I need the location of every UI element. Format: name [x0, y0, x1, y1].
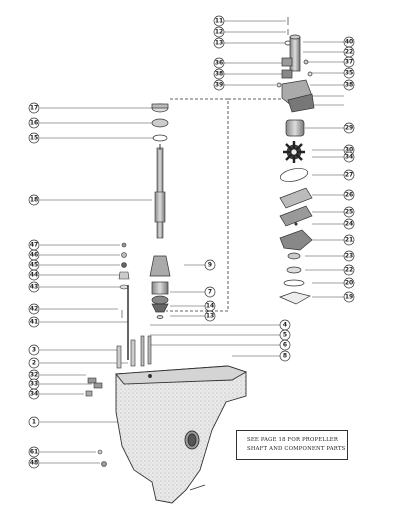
callout-left: 2 [32, 360, 36, 367]
callout-left: 18 [30, 197, 38, 204]
callout-right: 12 [215, 29, 223, 36]
upper-bearings [151, 103, 169, 142]
gear-housing [115, 365, 248, 504]
callout-right: 11 [215, 18, 223, 25]
callouts: 17 16 15 18 47 46 45 44 43 42 41 3 2 32 … [28, 15, 355, 469]
callout-left: 17 [30, 105, 38, 112]
callout-left: 3 [32, 347, 36, 354]
callout-right: 38 [215, 71, 223, 78]
callout-right: 22 [345, 49, 353, 56]
callout-right: 20 [345, 280, 353, 287]
callout-center: 13 [206, 313, 214, 320]
callout-left: 16 [30, 120, 38, 127]
callout-center: 4 [283, 322, 287, 329]
callout-left: 44 [30, 272, 38, 279]
callout-left: 47 [30, 242, 38, 249]
callout-right: 39 [215, 82, 223, 89]
propeller-reference-note: SEE PAGE 18 FOR PROPELLER SHAFT AND COMP… [236, 430, 348, 460]
callout-left: 43 [30, 284, 38, 291]
callout-center: 8 [283, 353, 287, 360]
callout-left: 34 [30, 391, 38, 398]
callout-left: 42 [30, 306, 38, 313]
callout-center-group: 9 7 14 13 4 5 6 8 [204, 259, 291, 362]
callout-left: 46 [30, 252, 38, 259]
note-line-1: SEE PAGE 18 FOR PROPELLER [247, 437, 339, 443]
callout-center: 6 [283, 342, 287, 349]
callout-center: 7 [208, 289, 212, 296]
callout-right: 27 [345, 172, 353, 179]
callout-right: 29 [345, 125, 353, 132]
callout-center: 14 [206, 303, 214, 310]
callout-right: 22 [345, 267, 353, 274]
dashed-connection-line [166, 98, 282, 312]
shift-parts [85, 242, 152, 467]
callout-left: 32 [30, 372, 38, 379]
callout-right: 35 [345, 70, 353, 77]
drive-shaft [154, 144, 166, 239]
callout-right: 25 [345, 209, 353, 216]
water-pump-parts [276, 17, 315, 305]
callout-left: 61 [30, 449, 38, 456]
callout-right: 24 [345, 221, 353, 228]
callout-right: 34 [345, 154, 353, 161]
callout-right: 26 [345, 192, 353, 199]
callout-right: 36 [215, 60, 223, 67]
callout-left: 15 [30, 135, 38, 142]
callout-right: 19 [345, 294, 353, 301]
callout-center: 5 [283, 332, 287, 339]
callout-left: 33 [30, 381, 38, 388]
callout-right-group: 11 12 13 40 22 37 35 36 38 39 38 29 30 3… [213, 15, 355, 303]
callout-right: 23 [345, 253, 353, 260]
callout-center: 9 [208, 262, 212, 269]
callout-left: 48 [30, 460, 38, 467]
callout-left-group: 17 16 15 18 47 46 45 44 43 42 41 3 2 32 … [28, 102, 40, 469]
callout-left: 1 [32, 419, 36, 426]
callout-right: 30 [345, 147, 353, 154]
callout-right: 21 [345, 237, 353, 244]
callout-left: 45 [30, 262, 38, 269]
leader-lines [40, 20, 344, 464]
callout-right: 40 [345, 39, 353, 46]
callout-right: 37 [345, 59, 353, 66]
callout-left: 41 [30, 319, 38, 326]
note-line-2: SHAFT AND COMPONENT PARTS [247, 446, 346, 452]
pinion-gear-stack [149, 255, 171, 319]
callout-right: 13 [215, 40, 223, 47]
callout-right: 38 [345, 82, 353, 89]
